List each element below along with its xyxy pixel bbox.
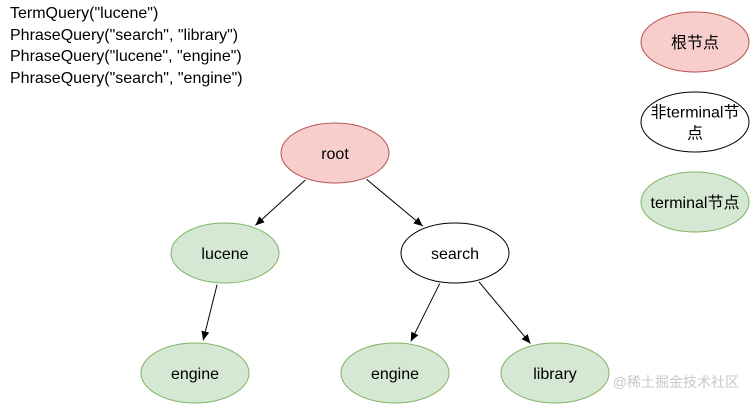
legend-label: 根节点 — [671, 34, 719, 52]
legend-terminal: terminal节点 — [640, 171, 750, 233]
legend-swatch — [640, 91, 750, 153]
edge-search-to-library — [478, 281, 531, 344]
legend-swatch — [640, 11, 750, 73]
node-engine-2: engine — [340, 342, 450, 404]
legend-label: 非terminal节 — [651, 104, 740, 122]
node-label: library — [533, 366, 577, 383]
query-list: TermQuery("lucene") PhraseQuery("search"… — [10, 3, 243, 89]
legend-swatch — [640, 171, 750, 233]
watermark: @稀土掘金技术社区 — [612, 374, 739, 390]
node-ellipse — [140, 342, 250, 404]
node-ellipse — [170, 222, 280, 284]
node-root: root — [280, 122, 390, 184]
node-label: search — [431, 246, 479, 263]
nodes: root lucene search engine engine library — [140, 122, 610, 404]
legend-label: 点 — [687, 125, 703, 143]
edge-root-to-lucene — [255, 179, 306, 226]
node-search: search — [400, 222, 510, 284]
query-line: PhraseQuery("search", "engine") — [10, 69, 243, 87]
node-library: library — [500, 342, 610, 404]
node-label: engine — [371, 366, 419, 383]
query-line: TermQuery("lucene") — [10, 5, 159, 22]
legend-label: terminal节点 — [651, 194, 740, 212]
query-line: PhraseQuery("search", "library") — [10, 26, 239, 44]
edge-lucene-to-engine-1 — [201, 284, 218, 341]
node-label: lucene — [201, 246, 248, 263]
node-ellipse — [500, 342, 610, 404]
node-ellipse — [280, 122, 390, 184]
node-ellipse — [400, 222, 510, 284]
node-label: engine — [171, 366, 219, 383]
node-engine-1: engine — [140, 342, 250, 404]
query-line: PhraseQuery("lucene", "engine") — [10, 48, 242, 65]
edge-root-to-search — [366, 178, 424, 227]
node-lucene: lucene — [170, 222, 280, 284]
edges — [201, 178, 531, 344]
node-ellipse — [340, 342, 450, 404]
legend-root: 根节点 — [640, 11, 750, 73]
edge-search-to-engine-2 — [410, 283, 441, 342]
node-label: root — [321, 146, 349, 163]
